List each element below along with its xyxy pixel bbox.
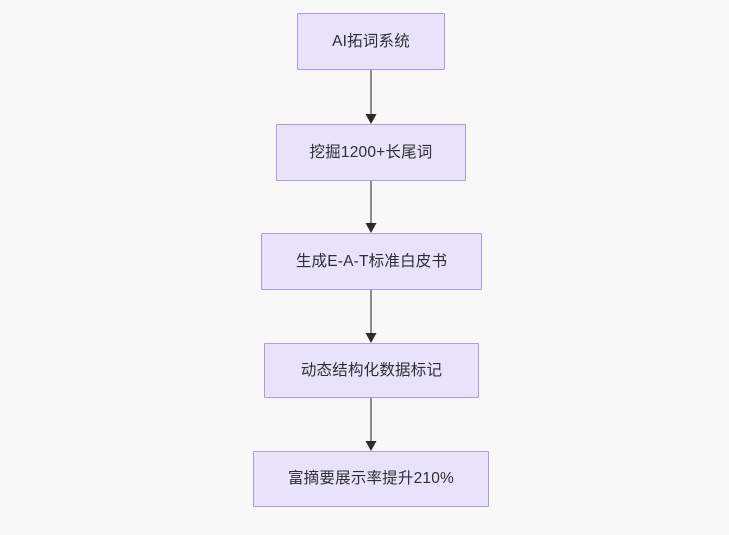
flow-node-label: 生成E-A-T标准白皮书: [295, 252, 448, 270]
flow-node-label: 富摘要展示率提升210%: [287, 470, 455, 488]
flow-connector-3: [365, 290, 377, 343]
flow-node-label: 动态结构化数据标记: [300, 361, 443, 379]
flow-node-4[interactable]: 动态结构化数据标记: [264, 343, 479, 398]
arrowhead-icon: [365, 441, 377, 451]
flow-connector-4: [365, 398, 377, 451]
flow-node-2[interactable]: 挖掘1200+长尾词: [276, 124, 466, 181]
arrowhead-icon: [365, 114, 377, 124]
arrowhead-icon: [365, 333, 377, 343]
flow-connector-2: [365, 181, 377, 233]
flow-node-label: 挖掘1200+长尾词: [309, 143, 433, 161]
flow-node-3[interactable]: 生成E-A-T标准白皮书: [261, 233, 482, 290]
flow-node-5[interactable]: 富摘要展示率提升210%: [253, 451, 489, 507]
flow-connector-1: [365, 70, 377, 124]
flow-node-label: AI拓词系统: [332, 32, 410, 50]
flow-node-1[interactable]: AI拓词系统: [297, 13, 445, 70]
arrowhead-icon: [365, 223, 377, 233]
